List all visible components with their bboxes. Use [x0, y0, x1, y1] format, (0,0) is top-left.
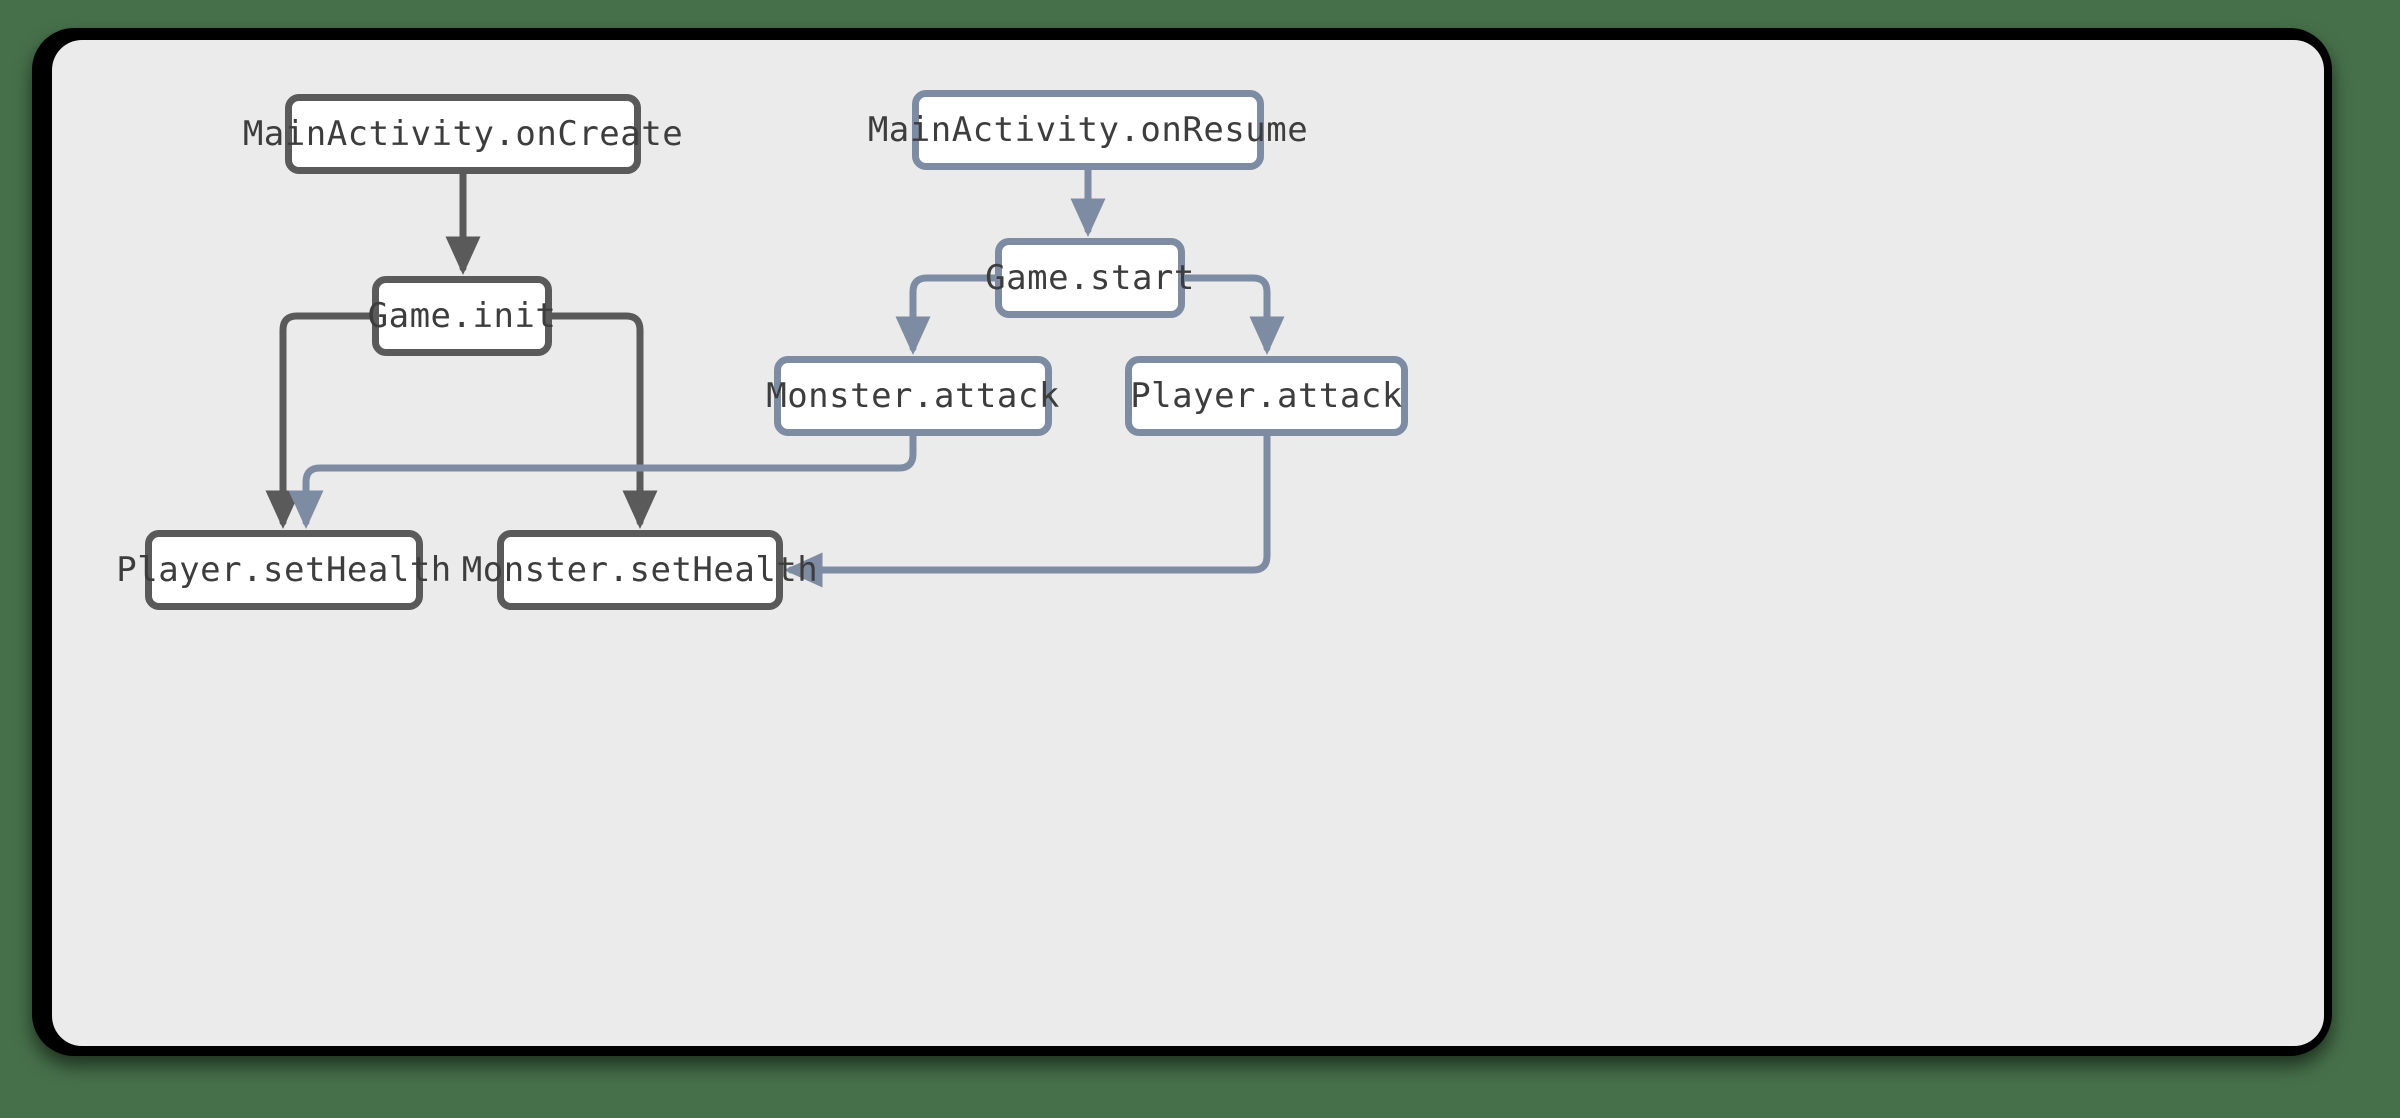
node-label: MainActivity.onCreate	[242, 114, 684, 154]
node-game-start[interactable]: Game.start	[985, 238, 1194, 318]
diagram-panel: MainActivity.onCreate MainActivity.onRes…	[52, 40, 2324, 1046]
node-label: Player.attack	[1130, 376, 1403, 416]
node-label: MainActivity.onResume	[867, 110, 1309, 150]
edge-gamestart-to-monsterattack	[895, 274, 999, 355]
node-mainactivity-oncreate[interactable]: MainActivity.onCreate	[243, 94, 683, 174]
node-player-attack[interactable]: Player.attack	[1125, 356, 1408, 436]
edge-gameinit-to-monstersethealth	[548, 312, 658, 529]
edge-gameinit-to-playersethealth	[265, 312, 376, 529]
edge-monsterattack-to-playersethealth	[288, 432, 917, 529]
node-label: Game.start	[985, 258, 1195, 298]
node-player-sethealth[interactable]: Player.setHealth	[116, 530, 451, 610]
edge-gamestart-to-playerattack	[1181, 274, 1285, 355]
node-game-init[interactable]: Game.init	[368, 276, 556, 356]
node-label: Monster.attack	[766, 376, 1060, 416]
node-label: Monster.setHealth	[461, 550, 819, 590]
node-monster-attack[interactable]: Monster.attack	[766, 356, 1059, 436]
node-label: Game.init	[367, 296, 557, 336]
node-mainactivity-onresume[interactable]: MainActivity.onResume	[868, 90, 1308, 170]
node-monster-sethealth[interactable]: Monster.setHealth	[462, 530, 818, 610]
edge-layer	[265, 166, 1285, 588]
edge-playerattack-to-monstersethealth	[784, 432, 1271, 588]
node-label: Player.setHealth	[116, 550, 452, 590]
